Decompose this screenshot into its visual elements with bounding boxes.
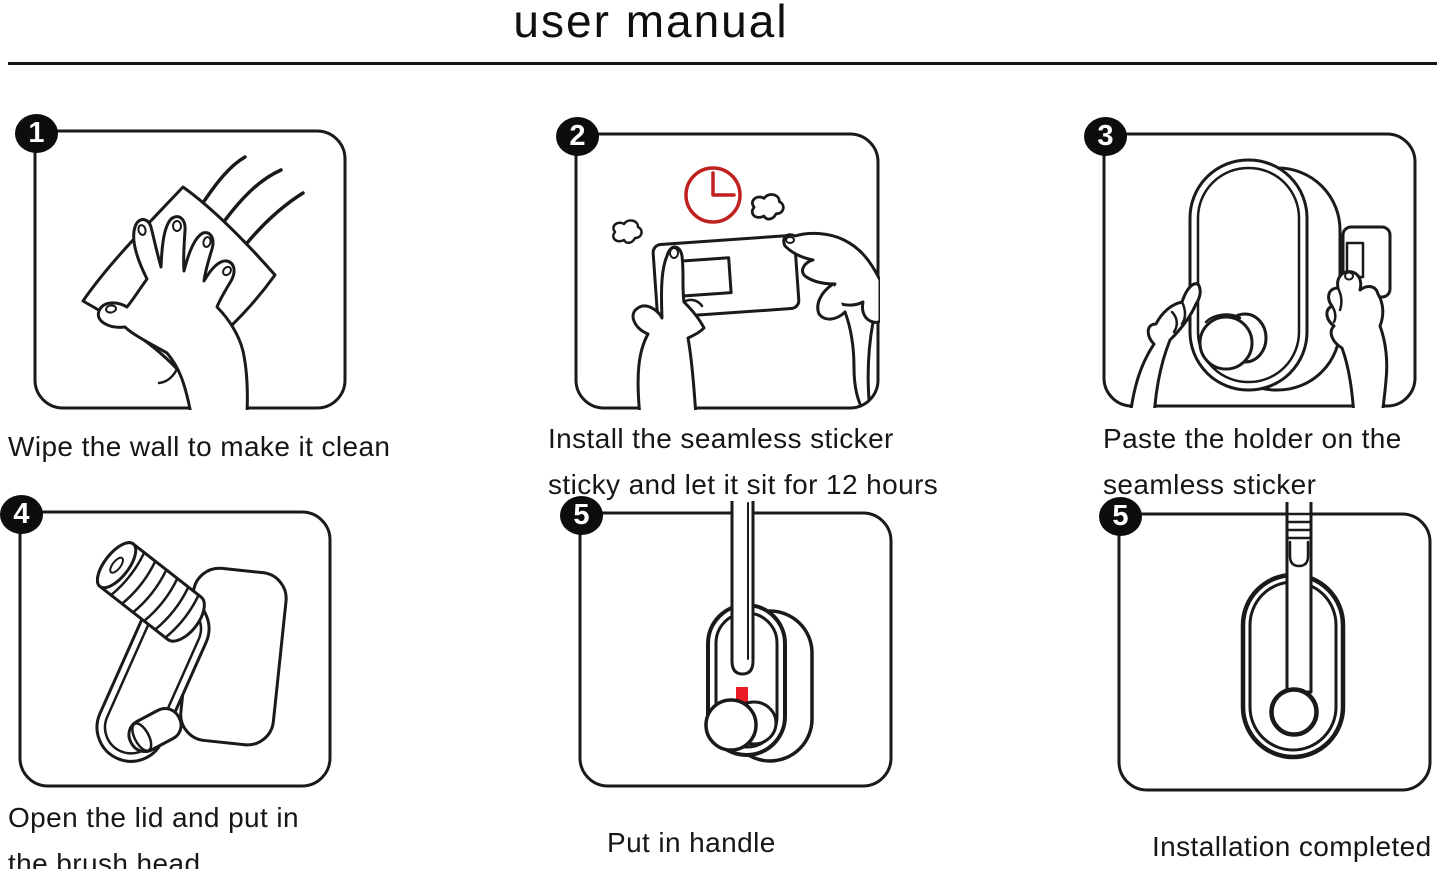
caption-line: Wipe the wall to make it clean — [8, 431, 391, 462]
right-hand — [782, 231, 880, 406]
steam-puff-icon — [612, 219, 643, 244]
handle-rod — [1285, 502, 1313, 694]
step-panel-1: 1 — [15, 114, 347, 410]
caption-line: the brush head — [8, 848, 201, 869]
clock-icon — [684, 166, 742, 224]
handle-rod — [730, 501, 755, 676]
step-caption-6: Installation completed — [1152, 824, 1432, 869]
install-sticker-illustration — [574, 132, 880, 410]
caption-line: Paste the holder on the — [1103, 423, 1402, 454]
brush-head — [95, 541, 206, 643]
step-caption-4: Open the lid and put in the brush head — [8, 795, 299, 869]
step-number: 4 — [13, 498, 30, 530]
caption-line: Installation completed — [1152, 831, 1432, 862]
step-badge: 1 — [15, 114, 58, 153]
step-number: 1 — [28, 117, 45, 149]
holder-knob — [1198, 312, 1268, 371]
caption-line: Install the seamless sticker — [548, 423, 894, 454]
holder-knob — [704, 698, 778, 752]
right-hand — [1325, 270, 1389, 408]
step-number: 3 — [1097, 120, 1114, 152]
step-badge: 5 — [1099, 497, 1142, 536]
step-number: 5 — [573, 499, 590, 531]
step-caption-3: Paste the holder on the seamless sticker — [1103, 416, 1402, 508]
caption-line: sticky and let it sit for 12 hours — [548, 469, 939, 500]
step-badge: 4 — [0, 495, 43, 534]
step-caption-5: Put in handle — [607, 820, 776, 866]
step-number: 5 — [1112, 500, 1129, 532]
step-panel-4: 4 — [0, 495, 332, 788]
step-badge: 2 — [556, 117, 599, 156]
lid-knob — [127, 706, 183, 754]
step-caption-2: Install the seamless sticker sticky and … — [548, 416, 938, 508]
step-number: 2 — [569, 120, 586, 152]
page-title: user manual — [513, 0, 789, 47]
wipe-wall-illustration — [33, 129, 347, 410]
open-lid-illustration — [18, 510, 332, 788]
caption-line: Put in handle — [607, 827, 776, 858]
wiping-hand — [96, 215, 249, 410]
step-badge: 3 — [1084, 117, 1127, 156]
put-in-handle-illustration — [578, 501, 893, 788]
installation-completed-illustration — [1117, 502, 1432, 792]
step-badge: 5 — [560, 496, 603, 535]
left-hand — [1129, 282, 1202, 408]
step-caption-1: Wipe the wall to make it clean — [8, 424, 390, 470]
handle-knob — [1269, 687, 1319, 737]
title-divider — [8, 62, 1437, 65]
step-panel-3: 3 — [1084, 117, 1417, 408]
step-panel-5: 5 — [560, 496, 893, 788]
paste-holder-illustration — [1102, 132, 1417, 408]
caption-line: Open the lid and put in — [8, 802, 299, 833]
left-hand — [631, 245, 706, 410]
step-panel-6: 5 — [1099, 497, 1432, 792]
caption-line: seamless sticker — [1103, 469, 1317, 500]
steam-puff-icon — [750, 193, 785, 221]
step-panel-2: 2 — [556, 117, 880, 410]
